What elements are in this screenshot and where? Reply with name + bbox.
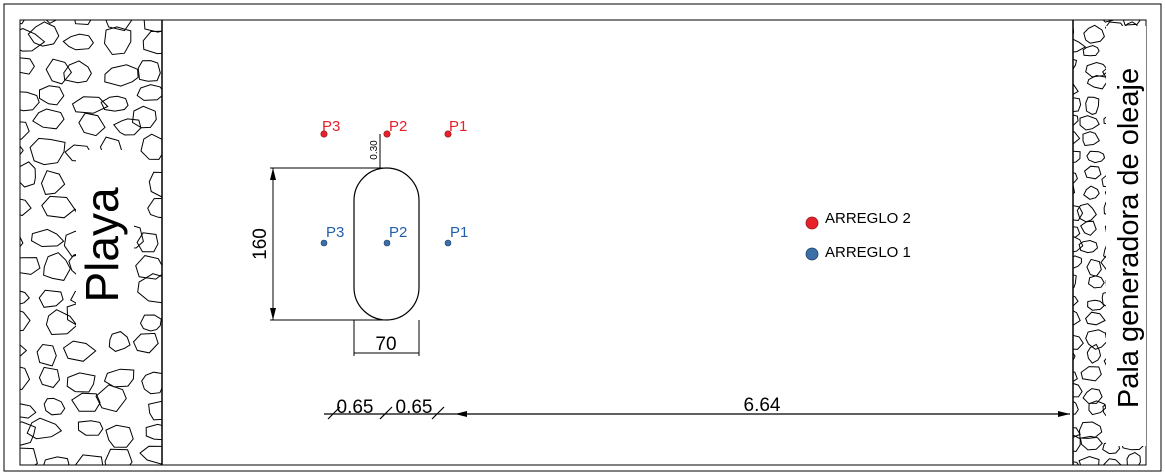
- arreglo2-point-p2: [383, 130, 391, 138]
- arreglo2-point-p1: [444, 130, 452, 138]
- width-dimension-label: 70: [375, 334, 396, 355]
- legend-label-arreglo2: ARREGLO 2: [825, 210, 911, 227]
- height-dimension-label: 160: [250, 228, 271, 260]
- arreglo1-label-p3: P3: [326, 224, 344, 241]
- gap-dimension-label: 0.30: [369, 140, 380, 160]
- arreglo1-point-p1: [444, 239, 452, 247]
- arreglo1-point-p3: [320, 239, 328, 247]
- width-dimension: [353, 320, 420, 356]
- arreglo2-label-p3: P3: [322, 118, 340, 135]
- outer-border: [3, 3, 1162, 472]
- legend-label-arreglo1: ARREGLO 1: [825, 244, 911, 261]
- legend: ARREGLO 2 ARREGLO 1: [805, 210, 911, 261]
- flume-border: [19, 19, 1147, 466]
- distance-dimension-line: [324, 406, 1070, 420]
- distance-label-c: 6.64: [744, 395, 781, 416]
- arreglo2-point-p3: [320, 130, 328, 138]
- distance-label-a: 0.65: [337, 397, 374, 418]
- legend-marker-arreglo1: [805, 247, 819, 261]
- arreglo1-label-p1: P1: [450, 224, 468, 241]
- wavemaker-label: Pala generadora de oleaje: [1113, 68, 1145, 408]
- beach-label: Playa: [76, 187, 128, 302]
- beach-rubble-area: [19, 19, 163, 466]
- arreglo1-label-p2: P2: [389, 224, 407, 241]
- arreglo2-label-p2: P2: [389, 118, 407, 135]
- arreglo2-points: P3 P2 P1: [320, 118, 467, 138]
- arreglo1-points: P3 P2 P1: [320, 224, 468, 247]
- arreglo1-point-p2: [383, 239, 391, 247]
- arreglo2-label-p1: P1: [449, 118, 467, 135]
- legend-marker-arreglo2: [805, 216, 819, 230]
- height-dimension: [270, 167, 386, 321]
- distance-label-b: 0.65: [396, 397, 433, 418]
